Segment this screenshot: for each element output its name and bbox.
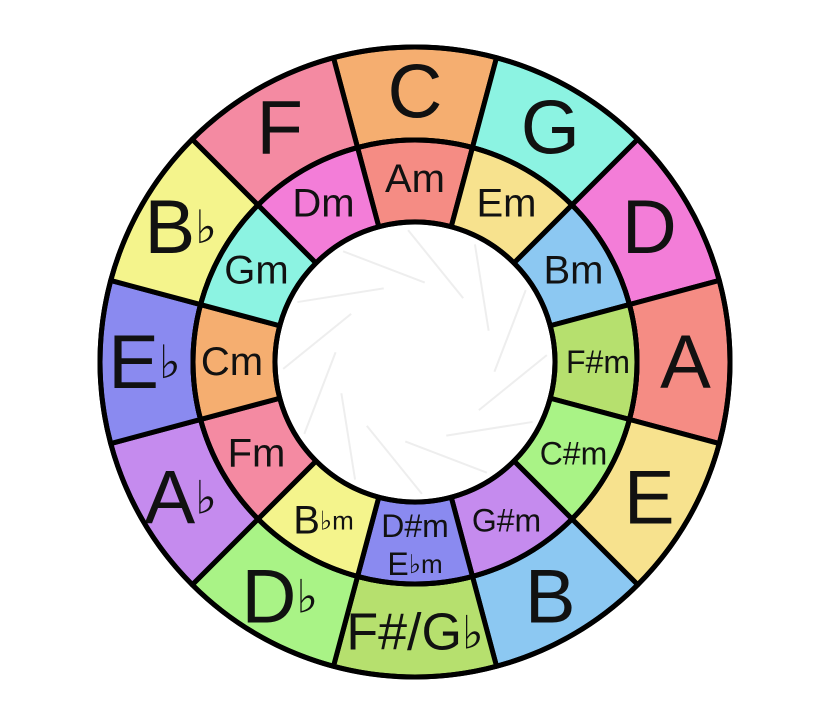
minor-key-label: E♭m xyxy=(387,546,442,582)
major-key-label: B xyxy=(525,554,576,639)
minor-key-label-accidental: ♭m xyxy=(320,505,354,535)
minor-key-label: B♭m xyxy=(293,498,354,542)
major-key-label: B♭ xyxy=(145,184,217,269)
major-key-label-accidental: ♭ xyxy=(195,201,217,253)
minor-key-label-text: Gm xyxy=(224,249,288,293)
center-hole xyxy=(282,229,548,495)
major-key-label-text: D xyxy=(622,184,677,269)
minor-key-label: Cm xyxy=(201,340,263,384)
major-key-label-accidental: ♭ xyxy=(195,471,217,523)
outer-ring xyxy=(97,44,733,680)
key-sector: B G#m xyxy=(448,458,641,669)
minor-key-label: D#m xyxy=(381,508,449,544)
major-key-label: A♭ xyxy=(145,455,217,540)
major-key-label: F#/G♭ xyxy=(346,604,483,662)
minor-key-label: Am xyxy=(385,157,445,201)
key-sector: E♭ Cm xyxy=(97,277,283,447)
minor-key-label: Dm xyxy=(292,182,354,226)
minor-key-label-text: Bm xyxy=(543,249,603,293)
major-key-label-text: C xyxy=(388,49,443,134)
minor-key-label: Fm xyxy=(228,432,286,476)
major-key-label-accidental: ♭ xyxy=(159,336,181,388)
major-key-label-accidental: ♭ xyxy=(462,607,484,659)
major-key-label-text: E xyxy=(624,455,675,540)
key-sector: A F#m xyxy=(547,277,733,447)
major-key-label-text: F#/G xyxy=(346,604,462,662)
major-key-label-accidental: ♭ xyxy=(296,570,318,622)
minor-key-label-text: F#m xyxy=(566,344,630,380)
major-key-label-text: E xyxy=(108,320,159,405)
major-key-label-text: B xyxy=(145,184,196,269)
major-key-label: E xyxy=(624,455,675,540)
minor-key-label: Bm xyxy=(543,249,603,293)
minor-key-label-text: Cm xyxy=(201,340,263,384)
minor-key-label-text: Am xyxy=(385,157,445,201)
major-key-label: D♭ xyxy=(241,554,318,639)
minor-key-label-text: C#m xyxy=(540,436,608,472)
minor-key-label: Em xyxy=(477,182,537,226)
inner-ring xyxy=(272,219,558,505)
major-key-label-text: A xyxy=(145,455,196,540)
major-key-label-text: F xyxy=(257,85,303,170)
minor-key-label: G#m xyxy=(472,502,541,538)
minor-key-label-text: D#m xyxy=(381,508,449,544)
minor-key-label-text: E xyxy=(387,546,408,582)
minor-key-label: Gm xyxy=(224,249,288,293)
middle-ring xyxy=(190,137,640,587)
major-key-label: F xyxy=(257,85,303,170)
major-key-label-text: G xyxy=(521,85,580,170)
major-key-label-text: A xyxy=(660,320,711,405)
major-key-label: E♭ xyxy=(108,320,180,405)
minor-key-label-text: B xyxy=(293,498,320,542)
minor-key-label-text: Fm xyxy=(228,432,286,476)
key-sector: F#/G♭ D#mE♭m xyxy=(330,494,500,680)
minor-key-label-text: G#m xyxy=(472,502,541,538)
minor-key-label-text: Em xyxy=(477,182,537,226)
major-key-label: C xyxy=(388,49,443,134)
major-key-label-text: D xyxy=(241,554,296,639)
minor-key-label-text: Dm xyxy=(292,182,354,226)
major-key-label: G xyxy=(521,85,580,170)
major-key-label-text: B xyxy=(525,554,576,639)
major-key-label: A xyxy=(660,320,711,405)
minor-key-label: C#m xyxy=(540,436,608,472)
major-key-label: D xyxy=(622,184,677,269)
minor-key-label-accidental: ♭m xyxy=(409,549,443,579)
minor-key-label: F#m xyxy=(566,344,630,380)
